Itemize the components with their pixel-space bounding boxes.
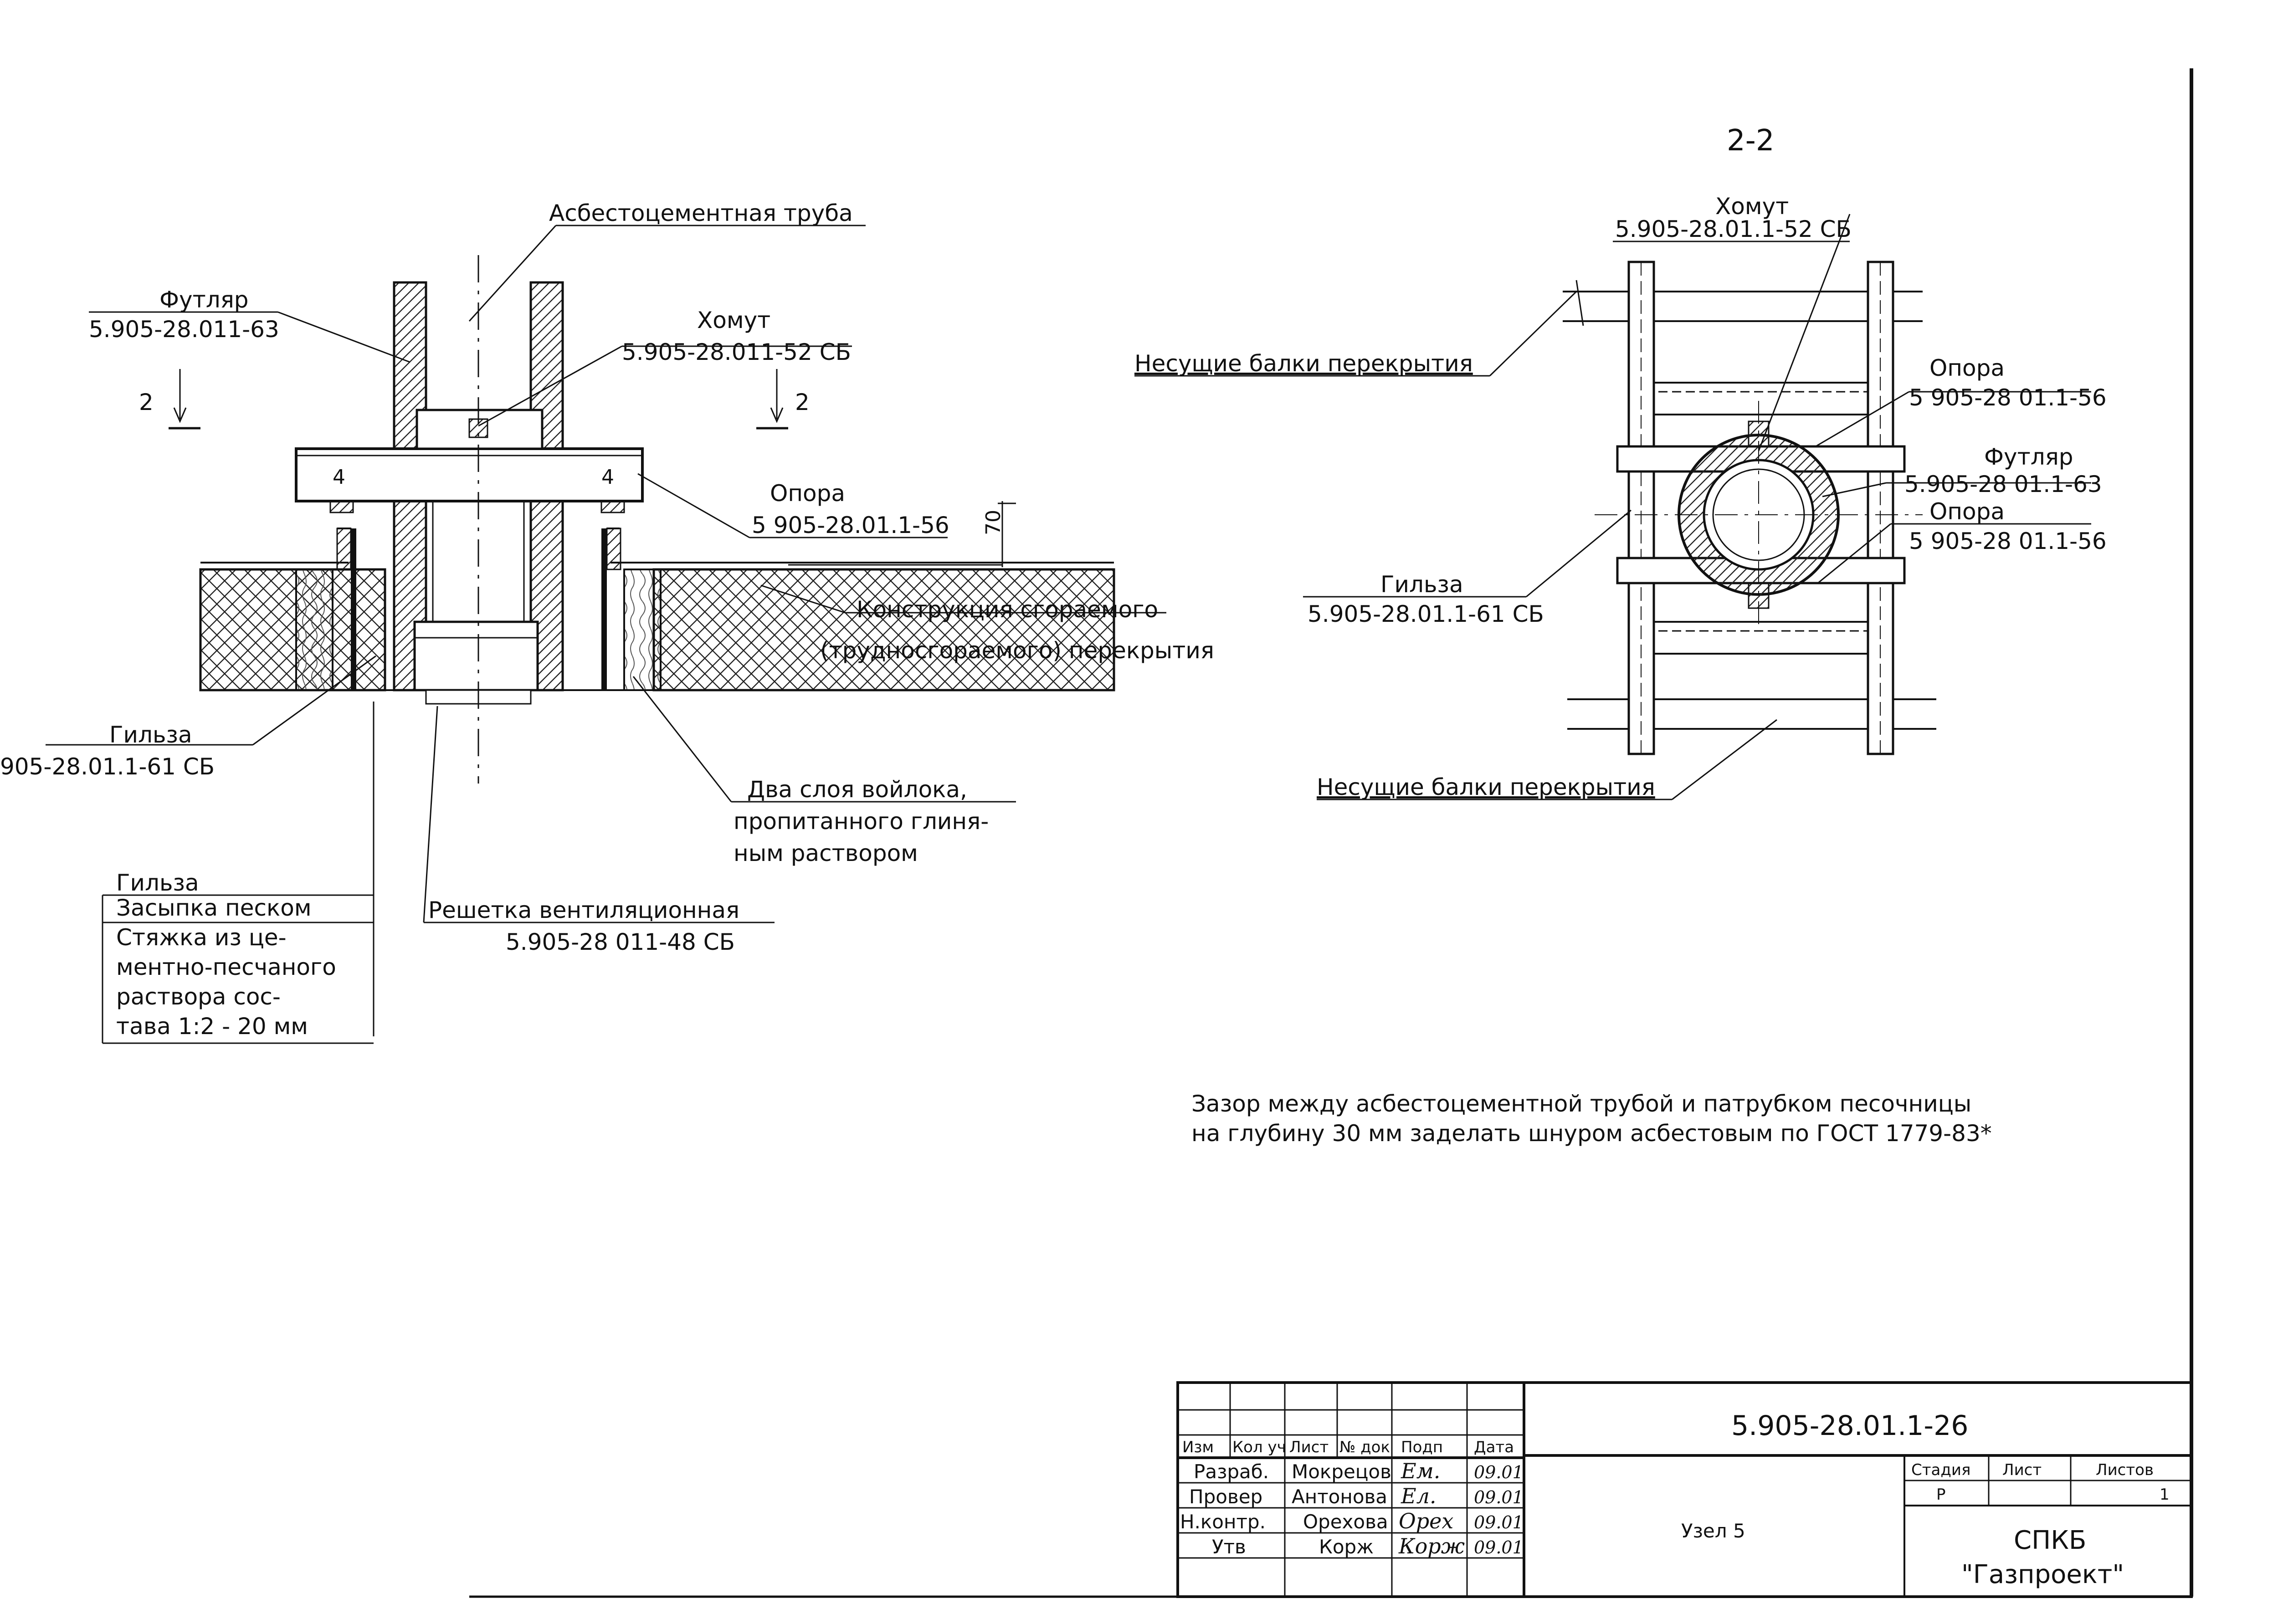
note-line2: на глубину 30 мм заделать шнуром асбесто… — [1191, 1120, 1992, 1147]
tb-role-utv: Утв — [1212, 1536, 1246, 1558]
note-line1: Зазор между асбестоцементной трубой и па… — [1191, 1091, 1971, 1117]
tb-name-prover: Антонова — [1292, 1486, 1387, 1508]
tb-header-list: Лист — [1289, 1438, 1329, 1456]
tb-date-utv: 09.01 — [1474, 1537, 1524, 1557]
tb-header-sign: Подп — [1401, 1438, 1443, 1456]
tb-stage-value: Р — [1936, 1486, 1946, 1504]
tb-date-prover: 09.01 — [1474, 1487, 1524, 1507]
title-block — [1176, 1381, 2193, 1598]
floor-insulation-right — [652, 568, 1115, 692]
section-mark-left: 2 — [139, 389, 154, 415]
right-support2-label: Опора — [1929, 498, 2005, 525]
case-code: 5.905-28.011-63 — [89, 316, 279, 343]
tb-doc-code: 5.905-28.01.1-26 — [1731, 1410, 1968, 1442]
tb-role-razrab: Разраб. — [1194, 1460, 1269, 1483]
tb-sign-razrab: Ем. — [1401, 1459, 1440, 1483]
right-gilza-label: Гильза — [1380, 571, 1463, 598]
support-label: Опора — [770, 480, 845, 507]
support-beam — [295, 447, 644, 502]
tb-name-nkontr: Орехова — [1303, 1511, 1388, 1533]
tb-node-name: Узел 5 — [1681, 1520, 1745, 1542]
tb-sign-nkontr: Орех — [1399, 1509, 1453, 1533]
legend-screed-line2: ментно-песчаного — [116, 954, 336, 980]
clamp-code: 5.905-28.011-52 СБ — [622, 339, 851, 365]
right-support2-code: 5 905-28 01.1-56 — [1909, 528, 2107, 554]
tb-header-izm: Изм — [1182, 1438, 1214, 1456]
grille-label: Решетка вентиляционная — [428, 897, 739, 923]
tb-org-line2: "Газпроект" — [1961, 1560, 2124, 1589]
tb-org-line1: СПКБ — [2014, 1526, 2086, 1555]
title-block-text: Изм Кол уч Лист № док Подп Дата Разраб. … — [1180, 1410, 2170, 1589]
left-section-view: 2 2 4 4 70 Асбест — [0, 200, 1214, 1044]
wood-member-left — [295, 569, 333, 691]
legend-row-gilza: Гильза — [116, 870, 199, 896]
right-support1-code: 5 905-28 01.1-56 — [1909, 384, 2107, 411]
floor-insulation-left — [199, 568, 386, 692]
beam-number-right: 4 — [601, 466, 614, 489]
tb-date-razrab: 09.01 — [1474, 1462, 1524, 1482]
tb-sign-prover: Ел. — [1401, 1484, 1437, 1508]
section-title: 2-2 — [1727, 124, 1775, 158]
asbestos-pipe-label: Асбестоцементная труба — [549, 200, 853, 226]
legend-screed-line1: Стяжка из це- — [116, 924, 287, 951]
tb-date-nkontr: 09.01 — [1474, 1512, 1524, 1532]
clamp-label: Хомут — [697, 307, 770, 333]
gilza-code: 905-28.01.1-61 СБ — [0, 753, 215, 780]
right-clamp-label: Хомут — [1715, 193, 1789, 220]
legend-screed-line4: тава 1:2 - 20 мм — [116, 1013, 308, 1040]
right-case-label: Футляр — [1984, 444, 2073, 470]
clamp — [416, 409, 544, 450]
felt-label-line2: пропитанного глиня- — [734, 808, 989, 835]
right-clamp-code: 5.905-28.01.1-52 СБ — [1615, 216, 1852, 242]
tb-stage-label: Стадия — [1911, 1461, 1970, 1479]
tb-header-date: Дата — [1474, 1438, 1514, 1456]
right-support1-label: Опора — [1929, 355, 2005, 381]
right-gilza-code: 5.905-28.01.1-61 СБ — [1308, 601, 1544, 627]
materials-legend: Гильза Засыпка песком Стяжка из це- мент… — [102, 870, 374, 1044]
construction-label-line2: (трудносгораемого) перекрытия — [820, 637, 1214, 664]
right-case-code: 5.905-28 01.1-63 — [1904, 471, 2102, 497]
tb-name-razrab: Мокрецов — [1292, 1460, 1391, 1483]
wood-member-right — [623, 569, 662, 691]
ventilation-grille — [413, 620, 539, 692]
felt-label-line1: Два слоя войлока, — [747, 776, 967, 803]
tb-header-doc: № док — [1339, 1438, 1390, 1456]
beams-label-top: Несущие балки перекрытия — [1134, 350, 1473, 377]
dimension-70: 70 — [982, 510, 1005, 535]
tb-header-kol: Кол уч — [1232, 1438, 1286, 1456]
tb-name-utv: Корж — [1319, 1536, 1374, 1558]
right-section-view: 2-2 — [1134, 124, 2107, 800]
case-label: Футляр — [159, 287, 249, 313]
support-code: 5 905-28.01.1-56 — [752, 512, 949, 538]
beams-label-bottom: Несущие балки перекрытия — [1317, 774, 1655, 800]
legend-row-sand: Засыпка песком — [116, 895, 312, 921]
tb-sheets-label: Листов — [2096, 1461, 2154, 1479]
tb-sign-utv: Корж — [1398, 1534, 1465, 1558]
construction-label-line1: Конструкция сгораемого — [857, 596, 1158, 623]
legend-screed-line3: раствора сос- — [116, 984, 281, 1010]
felt-label-line3: ным раствором — [734, 840, 918, 866]
section-mark-right: 2 — [795, 389, 810, 415]
grille-code: 5.905-28 011-48 СБ — [506, 929, 735, 955]
tb-sheets-value: 1 — [2160, 1486, 2170, 1504]
beam-number-left: 4 — [333, 466, 345, 489]
tb-role-prover: Провер — [1189, 1486, 1262, 1508]
tb-sheet-label: Лист — [2002, 1461, 2042, 1479]
gilza-label: Гильза — [109, 722, 192, 748]
tb-role-nkontr: Н.контр. — [1180, 1511, 1266, 1533]
